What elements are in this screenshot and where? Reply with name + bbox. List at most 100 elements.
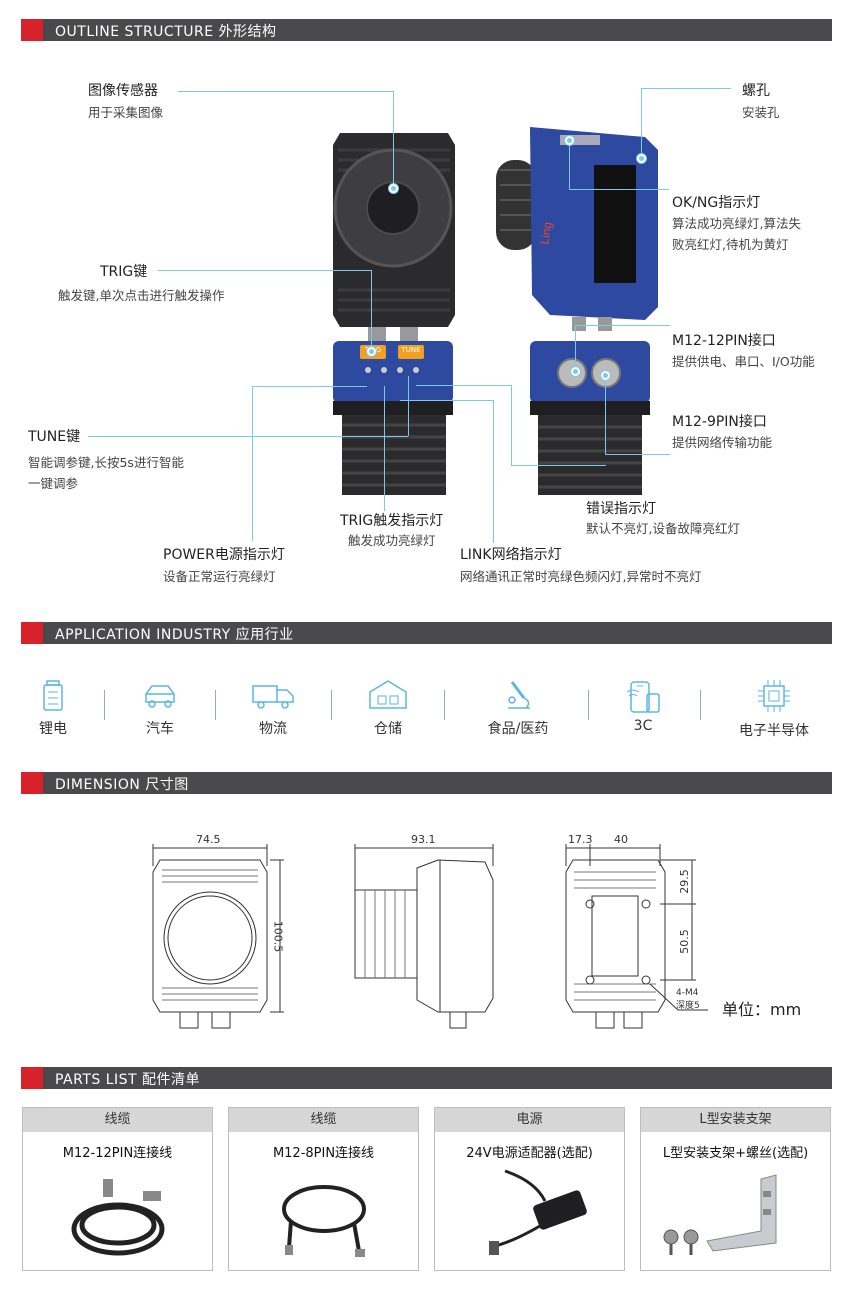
industry-name: 3C [633,718,653,734]
leader-line [252,386,367,387]
industry-name: 汽车 [146,721,174,737]
dim-back-a: 17.3 [568,833,593,846]
part-card: 线缆 M12-12PIN连接线 [22,1107,213,1271]
camera-front-view [333,133,455,347]
leader-line [393,91,394,191]
part-category: L型安装支架 [641,1108,830,1132]
annotation-m12-12-title: M12-12PIN接口 [672,333,776,349]
dim-back-b: 40 [614,833,628,846]
power-adapter-image [489,1169,587,1255]
leader-line [371,270,372,350]
part-name: L型安装支架+螺丝(选配) [662,1146,809,1161]
annotation-trig-key-desc: 触发键,单次点击进行触发操作 [58,288,225,303]
divider [588,690,589,720]
annotation-m12-9-title: M12-9PIN接口 [672,414,767,430]
annotation-sensor-desc: 用于采集图像 [88,105,164,120]
leader-line [605,375,606,455]
leader-line [408,376,409,436]
industry-name: 仓储 [374,721,402,737]
leader-line [605,454,670,455]
camera-top-view [333,341,453,495]
industry-item: 汽车 [110,678,210,738]
dim-back-d: 50.5 [677,929,691,954]
part-category: 线缆 [23,1108,212,1132]
annotation-okng-desc2: 败亮红灯,待机为黄灯 [672,237,789,252]
cable-image [71,1179,165,1256]
leader-line [569,140,570,190]
battery-icon [43,680,63,711]
annotation-error-title: 错误指示灯 [586,501,656,517]
annotation-power-led-desc: 设备正常运行亮绿灯 [163,569,276,584]
divider [331,690,332,720]
annotation-okng-desc1: 算法成功亮绿灯,算法失 [672,216,801,231]
annotation-m12-9-desc: 提供网络传输功能 [672,435,773,450]
leader-line [384,386,385,511]
industry-item: 物流 [223,678,323,738]
annotation-link-led-title: LINK网络指示灯 [460,547,562,563]
outline-illustration: Ling [333,127,658,495]
leader-dot [637,154,646,163]
industry-name: 物流 [259,721,287,737]
industry-item: 电子半导体 [719,678,829,740]
annotation-okng-title: OK/NG指示灯 [672,195,761,211]
annotation-tune-key-title: TUNE键 [28,429,81,445]
section-accent [21,622,43,644]
leader-line [641,88,642,158]
part-category: 电源 [435,1108,624,1132]
leader-line [158,270,371,271]
annotation-link-led-desc: 网络通讯正常时亮绿色频闪灯,异常时不亮灯 [460,569,702,584]
warehouse-icon [369,680,407,709]
section-bar-dimension: DIMENSION 尺寸图 [21,772,832,794]
industry-item: 3C [593,678,693,734]
section-title: APPLICATION INDUSTRY 应用行业 [55,627,294,643]
section-bar-application: APPLICATION INDUSTRY 应用行业 [21,622,832,644]
dimension-drawing [152,844,708,1029]
divider [104,690,105,720]
divider [444,690,445,720]
annotation-screw-desc: 安装孔 [742,105,780,120]
part-name: M12-8PIN连接线 [272,1146,375,1161]
leader-line [575,325,670,326]
bracket-image [663,1174,777,1255]
divider [700,690,701,720]
annotation-trig-led-desc: 触发成功亮绿灯 [348,533,436,548]
leader-line [511,465,606,466]
leader-dot [389,184,398,193]
leader-line [252,386,253,541]
leader-line [416,385,511,386]
brand-logo: Ling [537,221,555,246]
annotation-sensor-title: 图像传感器 [88,83,158,99]
dim-hole-spec: 4-M4 [676,988,699,998]
leader-line [400,400,493,401]
microscope-icon [508,681,530,709]
tune-button: TUNE [401,346,421,354]
annotation-trig-key-title: TRIG键 [100,264,148,280]
annotation-tune-key-desc2: 一键调参 [28,476,79,491]
chip-icon [758,680,790,712]
section-accent [21,1067,43,1089]
leader-dot [571,367,580,376]
leader-line [178,91,393,92]
industry-name: 食品/医药 [487,721,549,737]
leader-line [569,189,669,190]
camera-side-view: Ling [496,127,658,331]
dim-front-width: 74.5 [196,833,221,846]
section-title: DIMENSION 尺寸图 [55,777,189,793]
section-title: OUTLINE STRUCTURE 外形结构 [55,24,277,40]
leader-line [575,325,576,370]
dim-front-height: 100.5 [271,920,285,953]
dim-side-length: 93.1 [411,833,436,846]
dimension-unit: 单位：mm [722,1000,802,1019]
dim-back-c: 29.5 [677,869,691,894]
leader-line [88,436,408,437]
annotation-error-desc: 默认不亮灯,设备故障亮红灯 [586,521,740,536]
section-title: PARTS LIST 配件清单 [55,1072,201,1088]
annotation-tune-key-desc1: 智能调参键,长按5s进行智能 [28,455,184,470]
industry-name: 锂电 [39,721,67,737]
industry-name: 电子半导体 [739,723,809,739]
leader-dot [367,347,376,356]
camera-connector-view [530,341,650,495]
dim-hole-depth: 深度5 [676,1001,700,1011]
section-bar-outline: OUTLINE STRUCTURE 外形结构 [21,19,832,41]
part-name: M12-12PIN连接线 [62,1146,173,1161]
